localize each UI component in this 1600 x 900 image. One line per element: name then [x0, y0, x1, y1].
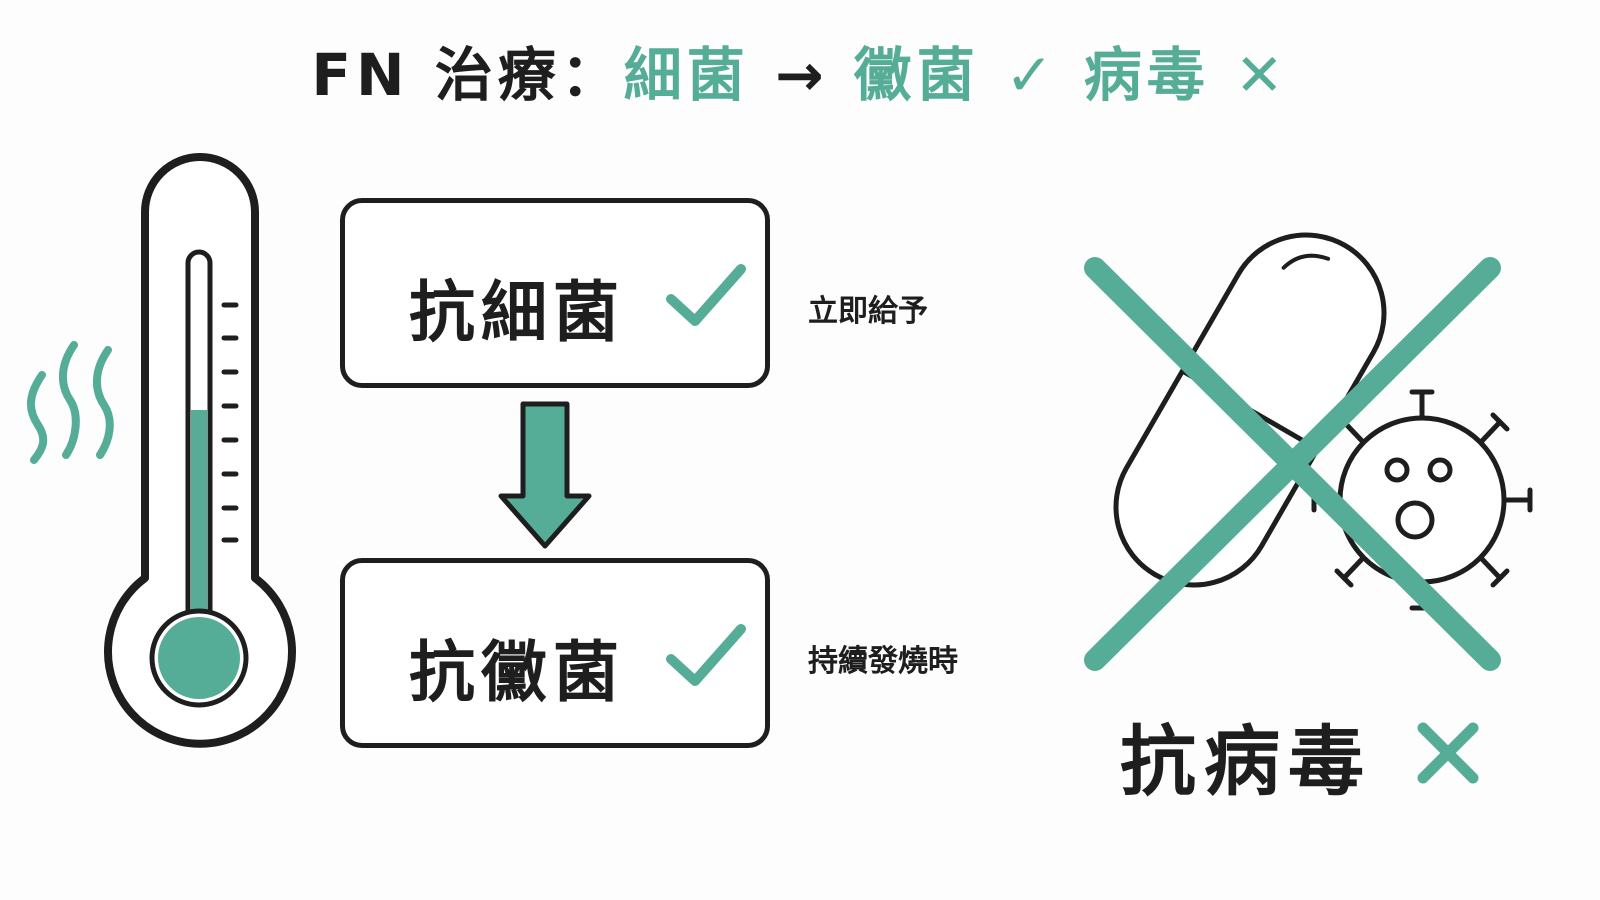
- antibacterial-label: 抗細菌: [409, 274, 625, 351]
- check-icon: [666, 264, 746, 326]
- cross-icon: [1084, 257, 1501, 671]
- title-prefix: FN 治療：: [311, 41, 624, 109]
- thermometer-icon: [104, 153, 296, 748]
- antiviral-crossed-illustration: [1084, 232, 1533, 671]
- title-arrow-icon: →: [774, 41, 829, 109]
- antifungal-box: 抗黴菌: [340, 558, 770, 748]
- title-bacteria: 細菌: [623, 41, 750, 109]
- heat-waves-icon: [27, 341, 114, 464]
- cross-icon: [1417, 722, 1479, 784]
- antifungal-note: 持續發燒時: [808, 644, 958, 679]
- title-check-icon: ✓: [1004, 41, 1059, 109]
- antibacterial-box: 抗細菌: [340, 198, 770, 388]
- antifungal-label: 抗黴菌: [409, 634, 625, 711]
- antiviral-label: 抗病毒: [1120, 717, 1372, 806]
- page-title: FN 治療：細菌 → 黴菌 ✓ 病毒 ✕: [0, 28, 1600, 112]
- check-icon: [666, 624, 746, 686]
- title-cross-icon: ✕: [1235, 41, 1289, 109]
- title-virus: 病毒: [1083, 41, 1210, 109]
- down-arrow-icon: [498, 401, 592, 549]
- title-fungus: 黴菌: [853, 41, 980, 109]
- antibacterial-note: 立即給予: [808, 294, 928, 329]
